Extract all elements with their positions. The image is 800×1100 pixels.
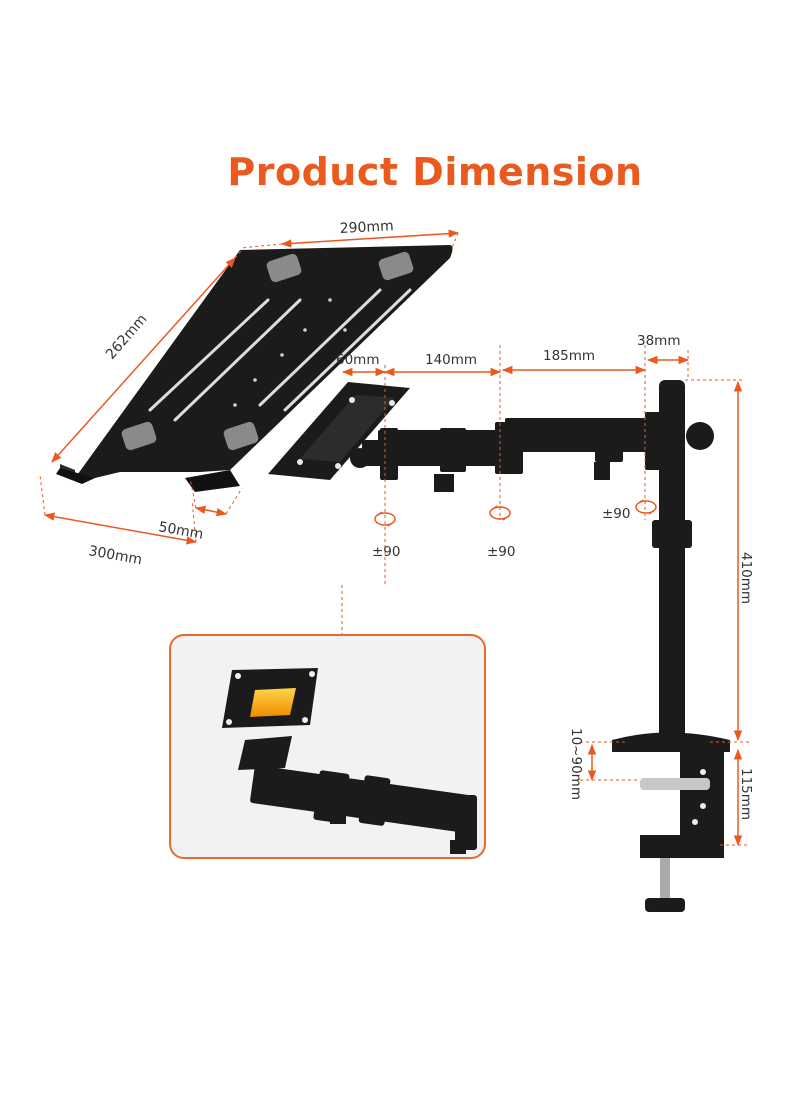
rotation-icon [374,511,396,527]
desk-thickness-label: 10~90mm [568,728,584,800]
rotation-label-plate: ±90 [372,544,401,560]
clamp-height-label: 115mm [738,768,754,820]
rotation-icon [635,499,657,515]
tray-depth-label: 262mm [103,311,151,362]
page-title: Product Dimension [227,150,643,194]
plate-offset-label: 60mm [336,352,379,368]
arm-seg1-label: 140mm [425,352,477,368]
tray-width-label: 290mm [339,218,394,237]
tray-lip-label: 50mm [157,519,204,543]
arm-seg2-label: 185mm [543,348,595,364]
tray-pad [266,253,302,283]
tray-pad [378,251,414,281]
detail-inset [169,634,486,859]
rotation-label-pole: ±90 [602,506,631,522]
tray-bottom-label: 300mm [87,543,143,568]
vesa-plate [268,382,410,480]
pole-diameter-label: 38mm [637,333,680,349]
rotation-label-mid: ±90 [487,544,516,560]
desk-clamp [640,740,724,912]
rotation-icon [489,505,511,521]
pole-height-label: 410mm [738,552,754,604]
